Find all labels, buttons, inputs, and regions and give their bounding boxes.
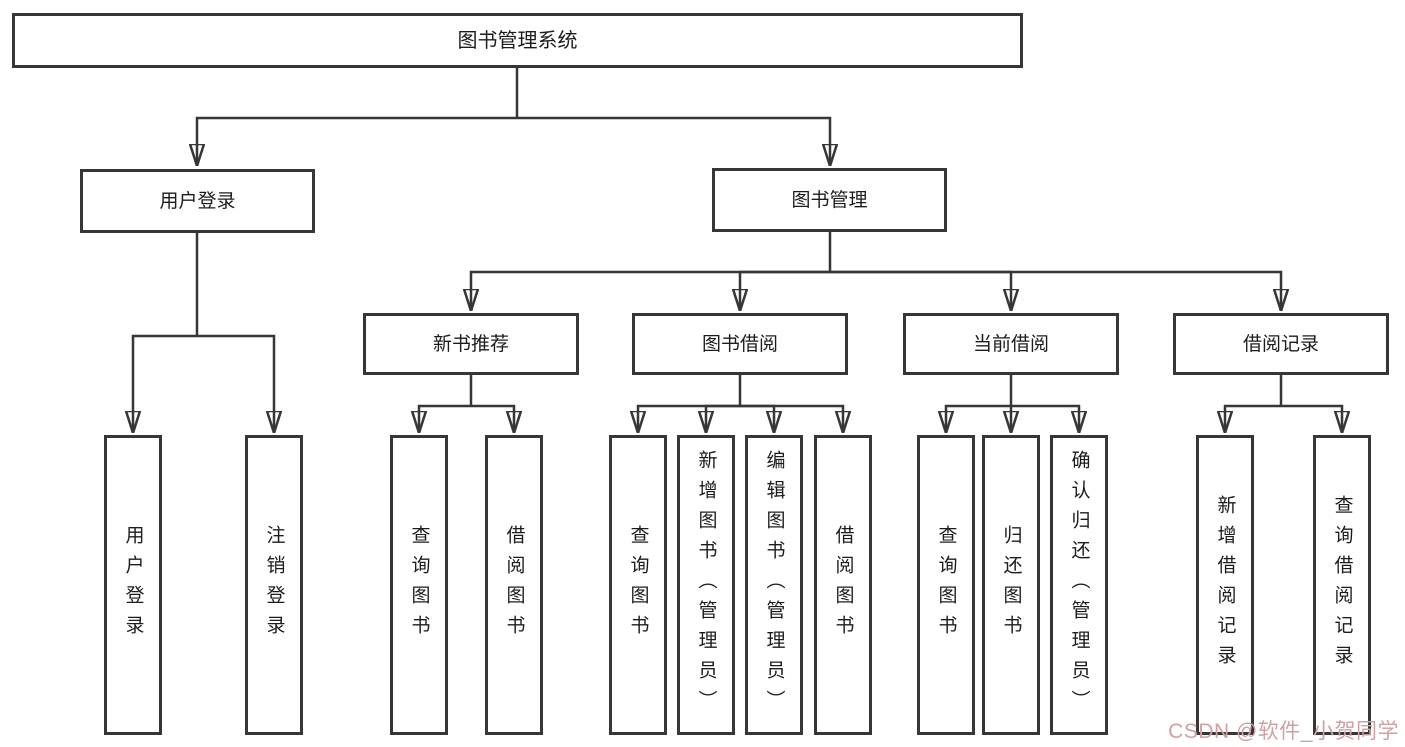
leaf-confirm-return-admin: 确认归还（管理员）	[1050, 435, 1108, 735]
leaf-add-borrow-record: 新增借阅记录	[1196, 435, 1254, 735]
node-label: 用户登录	[122, 525, 144, 645]
node-label: 新书推荐	[432, 333, 509, 355]
node-book-borrowing: 图书借阅	[632, 313, 848, 375]
leaf-user-login: 用户登录	[104, 435, 162, 735]
node-label: 图书管理系统	[457, 29, 578, 52]
node-library-management-system: 图书管理系统	[12, 13, 1023, 68]
node-book-management: 图书管理	[712, 168, 947, 232]
leaf-edit-books-admin: 编辑图书（管理员）	[745, 435, 803, 735]
node-label: 归还图书	[1000, 525, 1022, 645]
node-label: 新增借阅记录	[1214, 495, 1236, 675]
leaf-query-borrow-record: 查询借阅记录	[1313, 435, 1371, 735]
leaf-return-books: 归还图书	[982, 435, 1040, 735]
node-current-borrowing: 当前借阅	[903, 313, 1119, 375]
leaf-query-books: 查询图书	[390, 435, 448, 735]
node-label: 确认归还（管理员）	[1068, 450, 1090, 720]
leaf-query-books: 查询图书	[917, 435, 975, 735]
node-label: 查询图书	[627, 525, 649, 645]
node-label: 借阅图书	[503, 525, 525, 645]
leaf-add-books-admin: 新增图书（管理员）	[677, 435, 735, 735]
node-label: 编辑图书（管理员）	[763, 450, 785, 720]
node-label: 借阅记录	[1242, 333, 1319, 355]
leaf-query-books: 查询图书	[609, 435, 667, 735]
node-label: 查询图书	[408, 525, 430, 645]
node-label: 查询借阅记录	[1331, 495, 1353, 675]
leaf-borrow-books: 借阅图书	[814, 435, 872, 735]
node-label: 注销登录	[263, 525, 285, 645]
node-label: 用户登录	[159, 190, 236, 212]
leaf-borrow-books: 借阅图书	[485, 435, 543, 735]
node-label: 新增图书（管理员）	[695, 450, 717, 720]
leaf-logout: 注销登录	[245, 435, 303, 735]
node-label: 查询图书	[935, 525, 957, 645]
node-new-book-recommendation: 新书推荐	[363, 313, 579, 375]
node-label: 借阅图书	[832, 525, 854, 645]
csdn-watermark: CSDN @软件_小贺同学	[1168, 720, 1399, 743]
node-user-login: 用户登录	[80, 169, 315, 233]
node-borrowing-records: 借阅记录	[1173, 313, 1389, 375]
node-label: 图书借阅	[701, 333, 778, 355]
node-label: 图书管理	[791, 189, 868, 211]
node-label: 当前借阅	[972, 333, 1049, 355]
